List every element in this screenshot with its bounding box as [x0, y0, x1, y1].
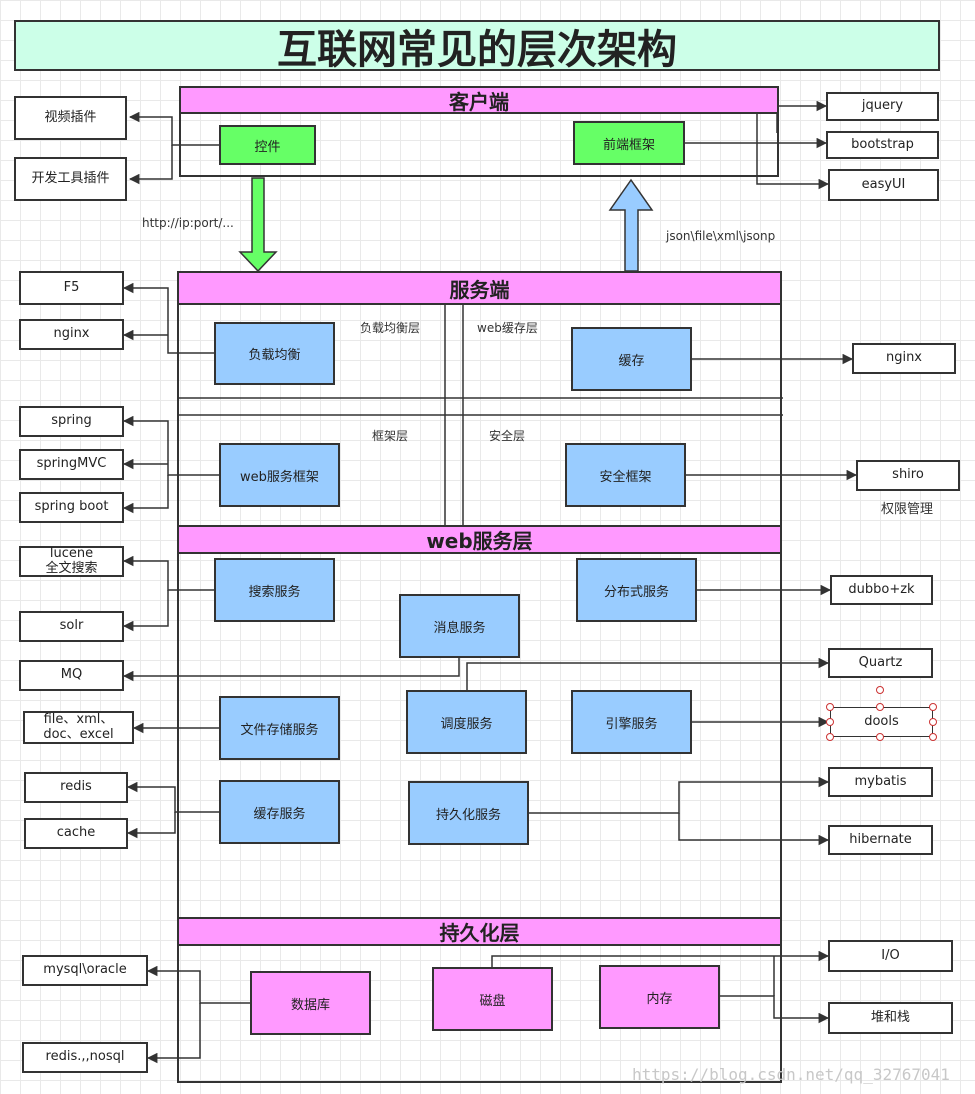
- redis-box: redis: [24, 772, 128, 803]
- load-balance-layer-label: 负载均衡层: [360, 321, 421, 335]
- heap-stack-box: 堆和栈: [828, 1002, 953, 1034]
- hibernate-box: hibernate: [828, 825, 933, 855]
- resize-handle: [929, 703, 937, 711]
- web-cache-layer-label: web缓存层: [477, 321, 538, 335]
- security-framework-box: 安全框架: [565, 443, 686, 507]
- memory-box: 内存: [599, 965, 720, 1029]
- drools-box: dools: [830, 707, 933, 737]
- cache-service-box: 缓存服务: [219, 780, 340, 844]
- client-layer-header: 客户端: [179, 86, 779, 114]
- cache-box: 缓存: [571, 327, 692, 391]
- permission-label: 权限管理: [881, 502, 934, 517]
- request-label: http://ip:port/...: [142, 216, 234, 230]
- file-formats-box: file、xml、 doc、excel: [23, 711, 134, 744]
- easyui-box: easyUI: [828, 169, 939, 201]
- engine-service-box: 引擎服务: [571, 690, 692, 754]
- f5-box: F5: [19, 271, 124, 305]
- resize-handle: [929, 718, 937, 726]
- control-box: 控件: [219, 125, 316, 165]
- security-layer-label: 安全层: [489, 429, 526, 443]
- rotate-handle: [876, 686, 884, 694]
- watermark: https://blog.csdn.net/qq_32767041: [632, 1065, 950, 1084]
- springmvc-box: springMVC: [19, 449, 124, 480]
- devtool-plugin-box: 开发工具插件: [14, 157, 127, 201]
- video-plugin-box: 视频插件: [14, 96, 127, 140]
- quartz-box: Quartz: [828, 648, 933, 678]
- server-frame: [177, 271, 782, 1083]
- lucene-label: lucene: [49, 545, 94, 561]
- persistence-service-box: 持久化服务: [408, 781, 529, 845]
- request-arrow: [238, 177, 278, 273]
- cache-opt-box: cache: [24, 818, 128, 849]
- jquery-box: jquery: [826, 92, 939, 121]
- shiro-box: shiro: [856, 460, 960, 491]
- mq-box: MQ: [19, 660, 124, 691]
- file-storage-service-box: 文件存储服务: [219, 696, 340, 760]
- resize-handle: [876, 703, 884, 711]
- database-box: 数据库: [250, 971, 371, 1035]
- page-title: 互联网常见的层次架构: [14, 20, 940, 73]
- disk-box: 磁盘: [432, 967, 553, 1031]
- lucene-box: lucene 全文搜索: [19, 546, 124, 577]
- nginx-cache-box: nginx: [852, 343, 956, 374]
- mybatis-box: mybatis: [828, 767, 933, 797]
- web-layer-header: web服务层: [177, 525, 782, 554]
- file-formats-line2: doc、excel: [43, 726, 114, 742]
- file-formats-line1: file、xml、: [43, 711, 114, 727]
- mysql-oracle-box: mysql\oracle: [22, 955, 148, 986]
- resize-handle: [876, 733, 884, 741]
- dubbo-zk-box: dubbo+zk: [830, 575, 933, 605]
- redis-nosql-box: redis.,,nosql: [22, 1042, 148, 1073]
- server-layer-header: 服务端: [177, 271, 782, 305]
- resize-handle: [826, 718, 834, 726]
- search-service-box: 搜索服务: [214, 558, 335, 622]
- scheduling-service-box: 调度服务: [406, 690, 527, 754]
- resize-handle: [826, 703, 834, 711]
- response-label: json\file\xml\jsonp: [666, 229, 776, 243]
- bootstrap-box: bootstrap: [826, 131, 939, 159]
- distributed-service-box: 分布式服务: [576, 558, 697, 622]
- frontend-framework-box: 前端框架: [573, 121, 685, 165]
- load-balance-box: 负载均衡: [214, 322, 335, 385]
- fulltext-label: 全文搜索: [45, 560, 98, 576]
- nginx-lb-box: nginx: [19, 319, 124, 350]
- message-service-box: 消息服务: [399, 594, 520, 658]
- springboot-box: spring boot: [19, 492, 124, 523]
- resize-handle: [826, 733, 834, 741]
- solr-box: solr: [19, 611, 124, 642]
- response-arrow: [608, 178, 654, 272]
- io-box: I/O: [828, 940, 953, 972]
- resize-handle: [929, 733, 937, 741]
- web-framework-box: web服务框架: [219, 443, 340, 507]
- persistence-layer-header: 持久化层: [177, 917, 782, 946]
- framework-layer-label: 框架层: [372, 429, 409, 443]
- spring-box: spring: [19, 406, 124, 437]
